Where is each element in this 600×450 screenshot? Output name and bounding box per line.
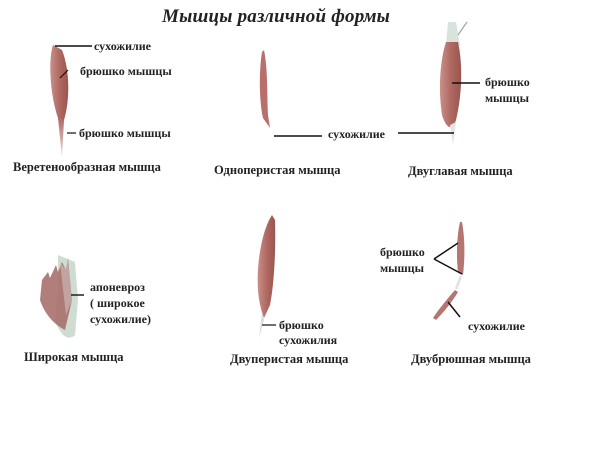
label-belly-digastric-1: брюшко <box>380 245 425 259</box>
label-belly-fusiform: брюшко мышцы <box>80 64 172 78</box>
label-tendon-unipennate: сухожилие <box>328 127 385 141</box>
label-belly-fusiform-lower: брюшко мышцы <box>79 126 171 140</box>
caption-broad: Широкая мышца <box>24 350 124 364</box>
caption-bipennate: Двуперистая мышца <box>230 352 349 366</box>
biceps-muscle-figure <box>398 21 480 145</box>
label-belly-digastric-2: мышцы <box>380 261 424 275</box>
label-bipennate-2: сухожилия <box>279 333 338 347</box>
caption-unipennate: Одноперистая мышца <box>214 163 341 177</box>
caption-digastric: Двубрюшная мышца <box>411 352 531 366</box>
bipennate-muscle-figure <box>257 215 276 338</box>
label-aponeurosis-2: ( широкое <box>90 296 145 310</box>
diagram-title: Мышцы различной формы <box>162 6 391 27</box>
fusiform-muscle-figure <box>50 45 92 158</box>
label-aponeurosis-3: сухожилие) <box>90 312 151 326</box>
broad-muscle-figure <box>40 255 84 338</box>
caption-biceps: Двуглавая мышца <box>408 164 513 178</box>
unipennate-muscle-figure <box>259 50 322 137</box>
label-belly-biceps-2: мышцы <box>485 91 529 105</box>
label-tendon-digastric: сухожилие <box>468 319 525 333</box>
label-bipennate-1: брюшко <box>279 318 324 332</box>
label-aponeurosis-1: апоневроз <box>90 280 145 294</box>
caption-fusiform: Веретенообразная мышца <box>13 160 161 174</box>
label-belly-biceps-1: брюшко <box>485 75 530 89</box>
label-tendon-fusiform: сухожилие <box>94 39 151 53</box>
digastric-muscle-figure <box>433 222 465 320</box>
